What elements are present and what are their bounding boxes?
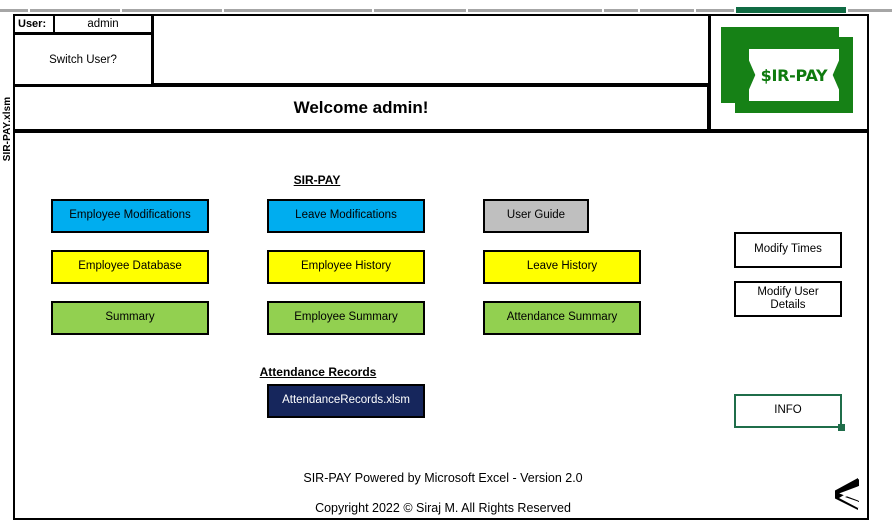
column-header-segment[interactable]: [30, 9, 120, 12]
footer-line-version: SIR-PAY Powered by Microsoft Excel - Ver…: [303, 471, 583, 485]
user-guide-button[interactable]: User Guide: [483, 199, 589, 233]
user-label: User:: [15, 16, 55, 32]
column-header-segment-selected[interactable]: [736, 7, 846, 13]
selection-handle[interactable]: [838, 424, 845, 431]
user-row: User: admin: [13, 14, 153, 34]
column-header-segment[interactable]: [696, 9, 734, 12]
column-header-segment[interactable]: [468, 9, 602, 12]
column-header-segment[interactable]: [122, 9, 222, 12]
switch-user-button[interactable]: Switch User?: [13, 33, 153, 86]
section-title-attendance-records: Attendance Records: [259, 365, 377, 379]
modify-times-button[interactable]: Modify Times: [734, 232, 842, 268]
leave-modifications-button[interactable]: Leave Modifications: [267, 199, 425, 233]
employee-database-button[interactable]: Employee Database: [51, 250, 209, 284]
logo-cell: $IR-PAY: [709, 14, 869, 131]
attendance-records-file-button[interactable]: AttendanceRecords.xlsm: [267, 384, 425, 418]
section-title-sirpay: SIR-PAY: [293, 173, 341, 187]
column-header-segment[interactable]: [848, 9, 892, 12]
welcome-text: Welcome admin!: [293, 98, 429, 117]
leave-history-button[interactable]: Leave History: [483, 250, 641, 284]
column-header-segment[interactable]: [374, 9, 466, 12]
info-button[interactable]: INFO: [734, 394, 842, 428]
banknote-inner-panel: [749, 49, 839, 101]
header-band: User: admin Switch User? Welcome admin! …: [13, 14, 869, 131]
footer-line-copyright: Copyright 2022 © Siraj M. All Rights Res…: [315, 501, 571, 515]
worksheet-canvas: SIR-PAY.xlsm User: admin Switch User? We…: [2, 14, 869, 520]
main-panel: SIR-PAY Employee Modifications Leave Mod…: [13, 131, 869, 520]
column-header-ruler[interactable]: [0, 0, 892, 13]
user-value: admin: [87, 18, 119, 30]
attendance-summary-button[interactable]: Attendance Summary: [483, 301, 641, 335]
employee-modifications-button[interactable]: Employee Modifications: [51, 199, 209, 233]
banknote-icon: $IR-PAY: [721, 27, 859, 119]
column-header-segment[interactable]: [640, 9, 694, 12]
modify-user-details-button[interactable]: Modify User Details: [734, 281, 842, 317]
s-monogram-icon: [833, 477, 863, 513]
logo-text: $IR-PAY: [760, 65, 828, 85]
welcome-banner: Welcome admin!: [13, 85, 709, 131]
column-header-segment[interactable]: [224, 9, 372, 12]
column-header-segment[interactable]: [0, 9, 28, 12]
column-header-segment[interactable]: [604, 9, 638, 12]
employee-summary-button[interactable]: Employee Summary: [267, 301, 425, 335]
employee-history-button[interactable]: Employee History: [267, 250, 425, 284]
header-spacer-cell: [152, 14, 710, 85]
summary-button[interactable]: Summary: [51, 301, 209, 335]
